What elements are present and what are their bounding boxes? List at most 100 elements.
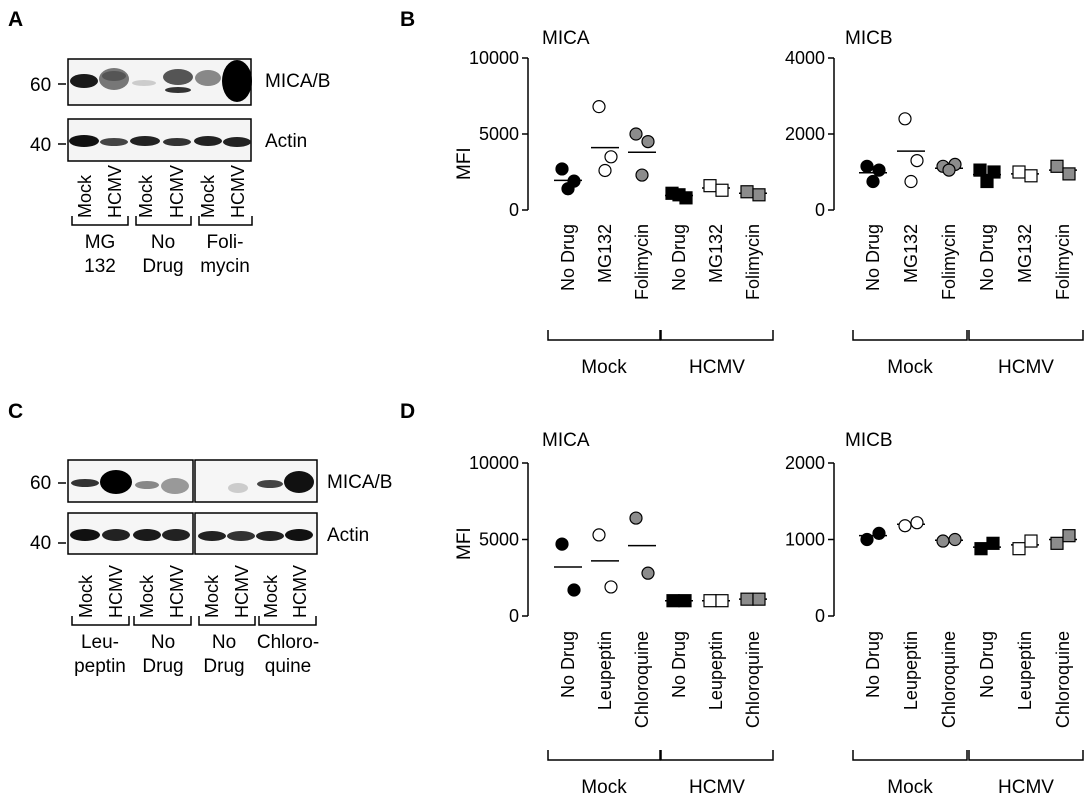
blot-c-lane-labels: Mock HCMV Mock HCMV Mock HCMV Mock HCMV [76,565,310,618]
data-point [872,163,886,177]
group-bracket [852,750,968,761]
y-tick-label: 1000 [785,530,825,550]
data-point [1050,159,1064,173]
panel-a: A MICA/B 60 Actin 40 [8,8,330,277]
panel-b-letter: B [400,8,415,31]
blot-a-mica-bands [70,60,252,102]
data-point [567,583,581,597]
blot-a-group-label: 132 [84,256,116,277]
data-point [860,159,874,173]
data-point [1024,169,1038,183]
category-label: Leupeptin [1015,631,1035,710]
data-point [592,100,606,114]
blot-c-group-label: Leu- [81,632,119,653]
data-point [561,182,575,196]
data-point [974,542,988,556]
data-point [1024,534,1038,548]
y-tick-label: 10000 [469,48,519,68]
group-label: HCMV [689,777,745,798]
group-label: HCMV [689,357,745,378]
y-tick-label: 0 [509,606,519,626]
category-label: No Drug [558,224,578,291]
blot-a-actin-label: Actin [265,131,307,152]
category-label: No Drug [977,224,997,291]
category-label: MG132 [1015,224,1035,283]
blot-c-group-label: No [212,632,236,653]
data-point [1012,165,1026,179]
blot-a-lane-label: Mock [198,174,218,218]
blot-a-group-brackets [71,216,253,226]
data-point [948,532,962,547]
data-point [740,592,754,606]
category-label: No Drug [863,224,883,291]
blot-c-lane-label: Mock [261,574,281,618]
blot-c-group-brackets [71,616,317,626]
group-bracket [547,750,661,761]
category-label: MG132 [706,224,726,283]
blot-a-mica-label: MICA/B [265,71,330,92]
data-point [555,162,569,176]
blot-a-lane-label: HCMV [167,165,187,218]
data-point [598,163,612,178]
y-tick-label: 5000 [479,530,519,550]
group-bracket [547,330,661,341]
data-point [641,135,655,149]
blot-a-lane-label: Mock [75,174,95,218]
data-point [715,183,729,197]
chart-title: MICA [542,28,590,49]
group-bracket [968,330,1084,341]
category-label: Chloroquine [743,631,763,728]
data-point [641,566,655,580]
y-tick-label: 0 [815,200,825,220]
y-tick-label: 5000 [479,124,519,144]
category-label: Leupeptin [706,631,726,710]
panel-a-letter: A [8,8,23,31]
data-point [678,594,692,608]
data-point [715,594,729,608]
y-tick-label: 4000 [785,48,825,68]
group-label: HCMV [998,777,1054,798]
category-label: Leupeptin [901,631,921,710]
data-point [866,174,880,189]
data-point [1062,167,1076,181]
data-point [666,594,680,608]
blot-a-mw-40: 40 [30,135,51,156]
blot-c-actin-bands [70,529,313,541]
data-point [936,534,950,548]
blot-c-group-label: Chloro- [257,632,319,653]
category-label: Folimycin [1053,224,1073,300]
blot-a-lane-labels: Mock HCMV Mock HCMV Mock HCMV [75,165,248,218]
category-label: No Drug [669,224,689,291]
blot-c-lane-label: Mock [137,574,157,618]
category-label: Chloroquine [632,631,652,728]
data-point [604,150,618,164]
blot-c-lane-label: HCMV [232,565,252,618]
data-point [703,594,717,608]
blot-c-mica-label: MICA/B [327,472,392,493]
category-label: MG132 [595,224,615,283]
data-point [860,532,874,547]
y-tick-label: 0 [815,606,825,626]
blot-a-mica-frame [67,58,252,106]
blot-a-group-label: Drug [142,256,183,277]
y-axis-label: MFI [454,147,475,180]
group-label: Mock [581,777,627,798]
data-point [703,179,717,193]
blot-a-lane-label: HCMV [105,165,125,218]
y-tick-label: 2000 [785,124,825,144]
y-axis-label: MFI [454,527,475,560]
blot-a-mw-60: 60 [30,75,51,96]
blot-a-group-label: No [151,232,175,253]
group-bracket [968,750,1084,761]
data-point [740,185,754,199]
data-point [672,188,686,202]
group-label: HCMV [998,357,1054,378]
category-label: Folimycin [939,224,959,300]
blot-a-lane-label: HCMV [228,165,248,218]
data-point [910,516,924,530]
data-point [555,537,569,551]
blot-c-group-label: peptin [74,656,126,677]
data-point [604,580,618,594]
